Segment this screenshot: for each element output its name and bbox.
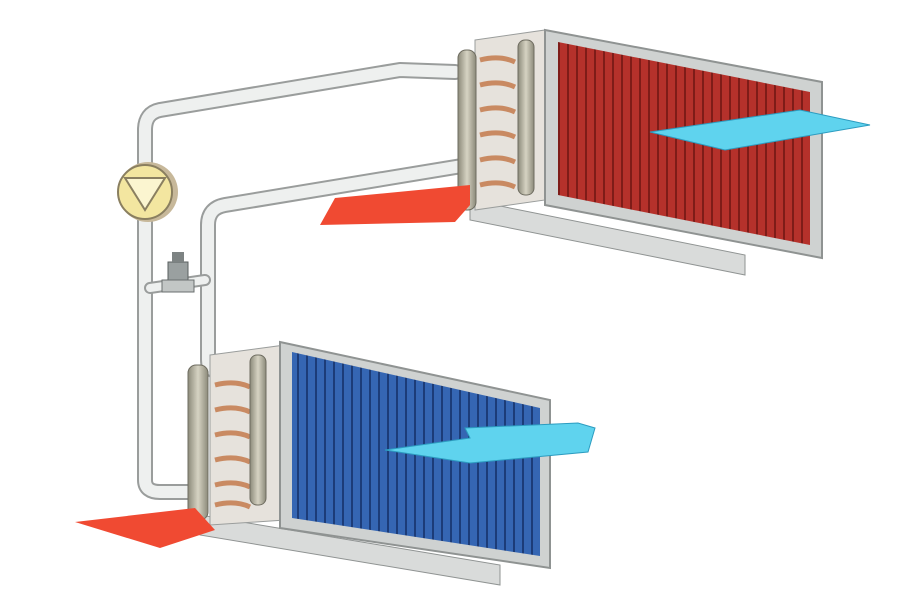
exhaust-coil <box>457 28 823 276</box>
supply-coil <box>187 340 551 586</box>
cool-air-arrow-bottom <box>384 422 596 464</box>
cool-air-arrow-top <box>649 109 871 151</box>
supply-header-left <box>187 364 209 521</box>
exhaust-coil-tray <box>469 199 746 276</box>
warm-air-arrow-bottom <box>75 508 215 548</box>
pipe-loop-outer <box>137 62 463 500</box>
exhaust-coil-face <box>558 42 810 245</box>
exhaust-coil-tubes <box>479 55 517 190</box>
exhaust-header-right <box>517 39 535 196</box>
supply-coil-tubes <box>214 380 252 510</box>
exhaust-header-left <box>457 49 477 211</box>
supply-header-right <box>249 354 267 506</box>
pump <box>117 162 178 222</box>
control-valve <box>161 252 195 293</box>
warm-air-arrow-top <box>320 185 470 225</box>
pump-triangle-icon <box>123 177 167 212</box>
